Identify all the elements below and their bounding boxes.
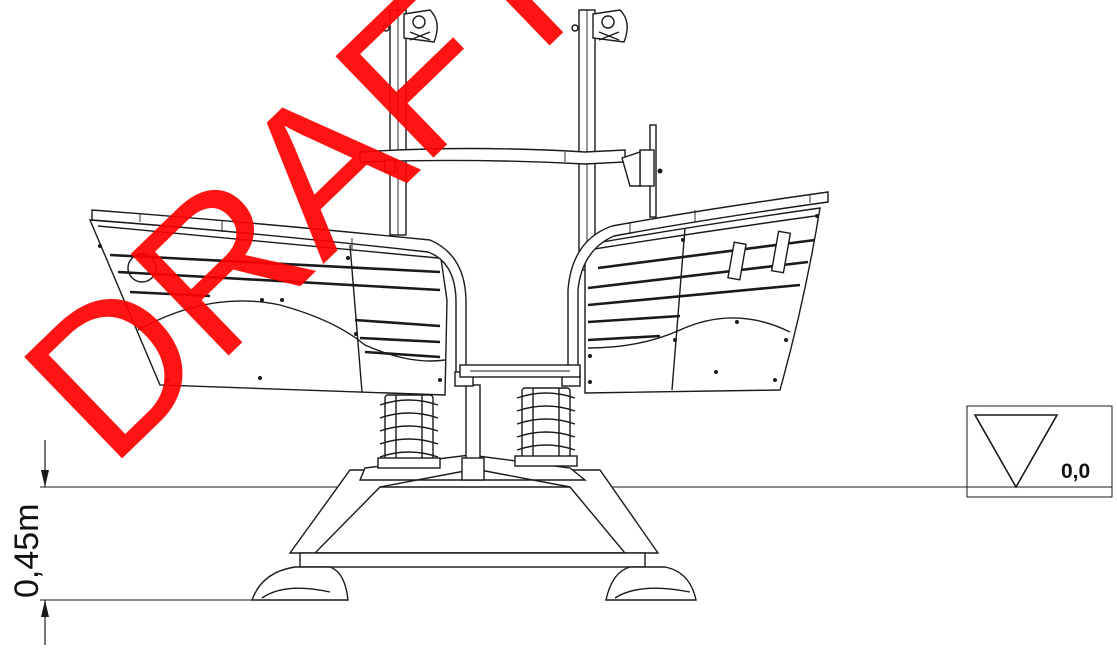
seat-cross-bar [459, 364, 581, 378]
steering-wheel [621, 124, 663, 218]
left-skull-flag [382, 9, 438, 43]
right-spring [514, 387, 578, 467]
height-dimension-label: 0,45m [8, 504, 46, 599]
left-hull [88, 219, 448, 396]
right-foot [605, 566, 697, 601]
dimension-arrows [41, 440, 49, 645]
right-skull-flag [571, 9, 628, 43]
center-post [461, 384, 485, 481]
left-mast [389, 9, 407, 236]
right-hull [584, 207, 821, 394]
level-marker [966, 405, 1113, 498]
left-spring [377, 394, 441, 469]
left-foot [251, 566, 349, 601]
level-value-label: 0,0 [1061, 460, 1090, 483]
